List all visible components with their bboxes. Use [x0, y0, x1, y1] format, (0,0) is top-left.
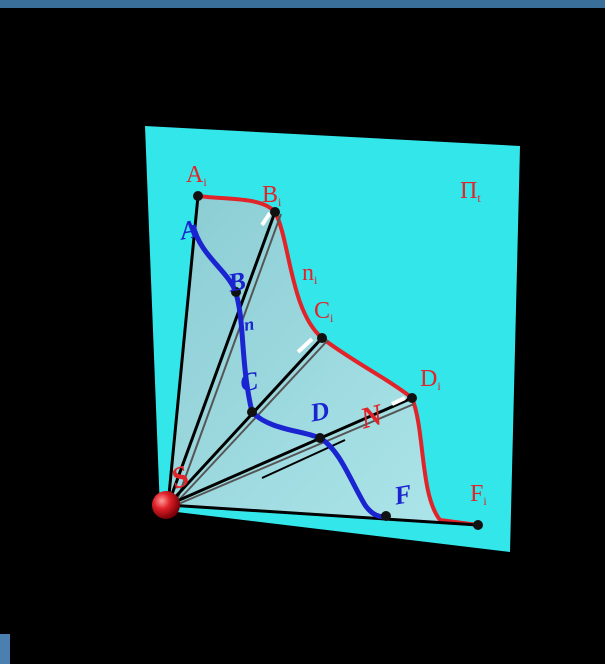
label-b: B: [225, 266, 248, 298]
vertex-a-i: [193, 191, 203, 201]
window-top-bar: [0, 0, 605, 8]
label-b-i: Bi: [262, 182, 282, 209]
cone-surface: [168, 196, 478, 525]
origin-point: [152, 491, 180, 519]
ray-b: [166, 211, 277, 506]
label-f-i: Fi: [470, 481, 487, 508]
ray-c-edge: [175, 339, 329, 504]
vertex-f-i: [473, 520, 483, 530]
projected-point-labels: Ai Bi Ci Di Fi ni Πt: [186, 162, 487, 508]
ray-highlights: [260, 211, 406, 406]
ray-d: [167, 396, 413, 507]
label-n: n: [242, 313, 255, 334]
vertex-b: [231, 287, 241, 297]
label-c-i: Ci: [314, 298, 334, 325]
ray-a: [166, 195, 200, 506]
vertex-d-i: [407, 393, 417, 403]
label-d-i: Di: [420, 366, 441, 393]
vertex-b-i: [270, 207, 280, 217]
ray-d-edge: [175, 403, 415, 506]
label-a-i: Ai: [186, 162, 207, 189]
ray-b-edge: [175, 213, 282, 504]
vertex-d: [315, 433, 325, 443]
vertex-c: [247, 407, 257, 417]
label-curve-n-i: ni: [302, 260, 318, 287]
label-f: F: [391, 479, 414, 511]
space-curve: [190, 224, 387, 520]
ray-c: [166, 336, 324, 507]
vertex-f: [381, 511, 391, 521]
label-plane-pi-t: Πt: [460, 178, 481, 205]
ray-f: [167, 503, 479, 527]
label-c: C: [238, 366, 261, 398]
window-left-edge: [0, 634, 10, 664]
vertex-c-i: [317, 333, 327, 343]
vertices: [193, 191, 483, 530]
